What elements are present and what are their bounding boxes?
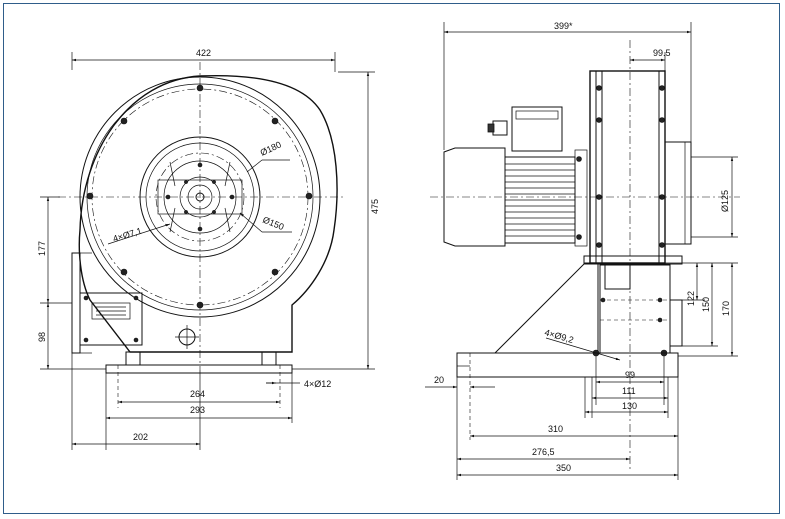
dim-475: 475 (370, 199, 380, 214)
side-view: 399* 99.5 Ø125 122 150 170 4×Ø9,2 20 99 (425, 21, 740, 480)
dim-holes-side: 4×Ø9,2 (543, 327, 574, 345)
dim-98: 98 (37, 332, 47, 342)
dim-d180: Ø180 (259, 139, 283, 157)
terminal-box (79, 292, 143, 346)
dim-130: 130 (622, 401, 637, 411)
dim-99-5: 99.5 (653, 48, 671, 58)
dim-422: 422 (196, 48, 211, 58)
fan-housing-side (589, 70, 692, 264)
scroll-housing (78, 74, 338, 353)
dim-122: 122 (686, 291, 696, 306)
dim-177: 177 (37, 241, 47, 256)
dim-150: 150 (701, 297, 711, 312)
base-plate-side (456, 352, 679, 378)
dim-20: 20 (434, 375, 444, 385)
mounting-bracket (494, 255, 683, 357)
base-plate (105, 364, 293, 374)
dim-d125: Ø125 (720, 190, 730, 212)
dim-111: 111 (622, 386, 636, 396)
dim-264: 264 (190, 389, 205, 399)
dim-99: 99 (625, 370, 635, 380)
dim-350: 350 (556, 463, 571, 473)
dim-310: 310 (548, 424, 563, 434)
motor (443, 106, 588, 247)
dim-202: 202 (133, 432, 148, 442)
dim-399: 399* (554, 21, 573, 31)
dim-170: 170 (721, 301, 731, 316)
front-view: 422 475 177 98 Ø180 Ø150 4×Ø7,1 264 4×Ø1… (37, 48, 380, 450)
housing-bolts (86, 84, 313, 309)
outlet-flange (71, 252, 81, 354)
drawing-frame (3, 3, 780, 514)
dim-feet-holes: 4×Ø12 (304, 379, 331, 389)
inlet-holes (165, 162, 235, 232)
dim-d150: Ø150 (261, 215, 285, 233)
dim-276-5: 276,5 (532, 447, 555, 457)
dim-293: 293 (190, 405, 205, 415)
dim-holes-front: 4×Ø7,1 (112, 226, 143, 244)
